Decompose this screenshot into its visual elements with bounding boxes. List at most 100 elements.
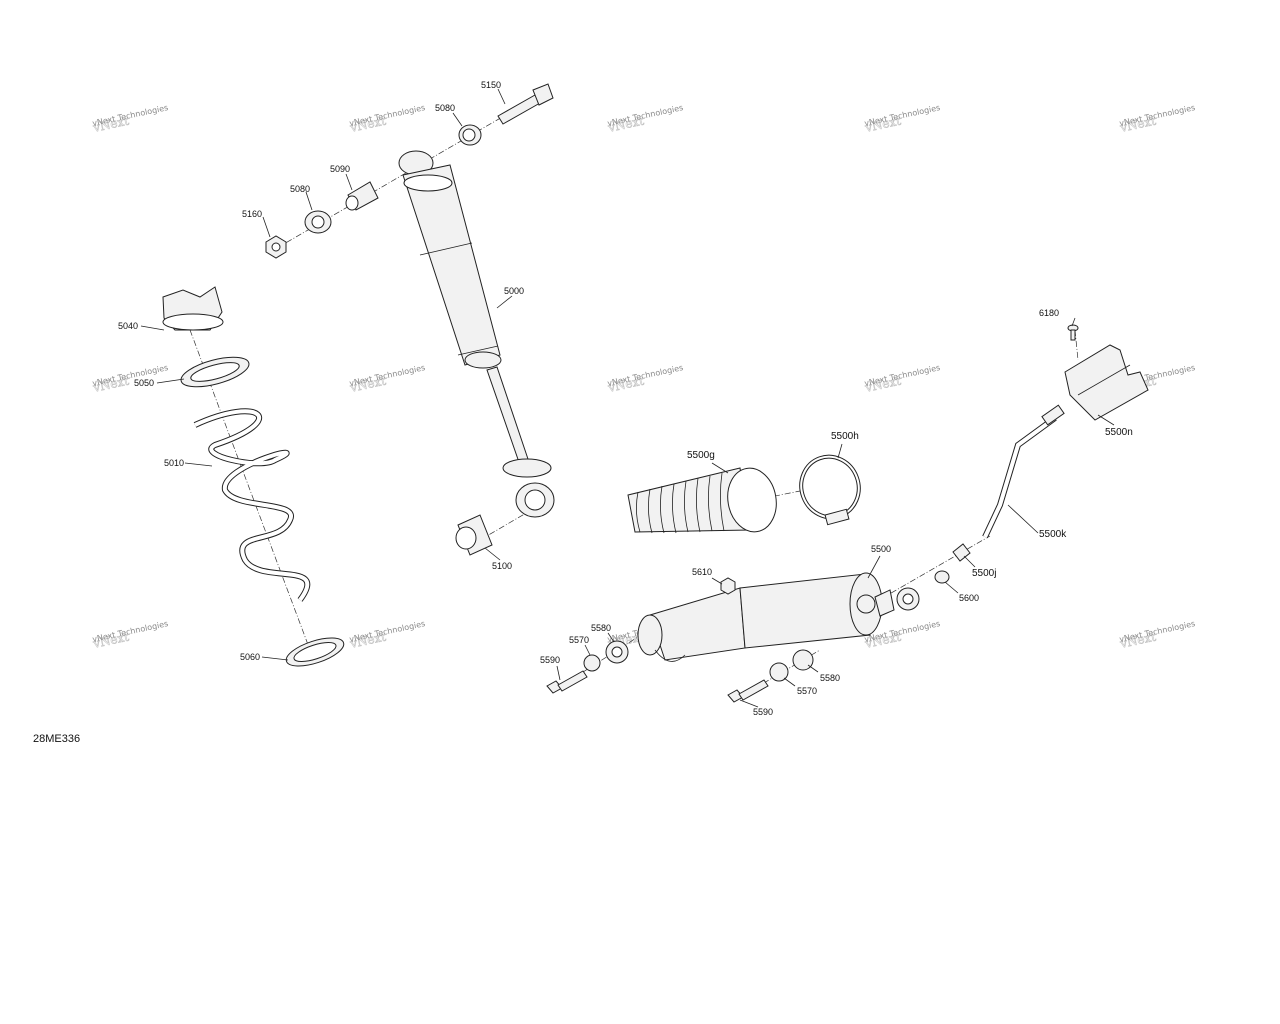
bushing-5580-upper[interactable] <box>792 649 814 671</box>
nut-5610[interactable] <box>720 577 736 595</box>
svg-text:vNext Technologies: vNext Technologies <box>92 619 169 644</box>
part-label: 5090 <box>330 164 350 174</box>
svg-text:vNext Technologies: vNext Technologies <box>1119 619 1196 644</box>
leader-line <box>496 295 513 309</box>
watermark: vNext vNext Technologies <box>863 363 941 395</box>
part-label: 5570 <box>797 686 817 696</box>
leader-line <box>156 378 185 384</box>
part-label: 5580 <box>591 623 611 633</box>
watermark: vNext vNext Technologies <box>606 103 684 135</box>
drawing-code: 28ME336 <box>33 733 81 745</box>
watermark: vNext vNext Technologies <box>348 363 426 395</box>
rear-shock-assembly: 6180 5500n 5500h 5500g 5500k 5500 5500j … <box>540 308 1149 717</box>
screw-6180[interactable] <box>1067 324 1079 341</box>
bushing-5580-lower[interactable] <box>605 640 629 664</box>
leader-line <box>262 216 271 238</box>
watermark: vNext vNext Technologies <box>606 363 684 395</box>
bolt-5150[interactable] <box>497 83 554 125</box>
watermark: vNext vNext Technologies <box>91 619 169 651</box>
watermark: vNext vNext Technologies <box>1118 619 1196 651</box>
leader-line <box>867 555 881 579</box>
clamp-5500h[interactable] <box>791 447 869 528</box>
leader-line <box>140 325 165 331</box>
leader-line <box>807 664 819 673</box>
svg-text:vNext Technologies: vNext Technologies <box>1119 103 1196 128</box>
leader-line <box>1097 414 1115 426</box>
part-label: 5060 <box>240 652 260 662</box>
nut-5160[interactable] <box>265 235 287 259</box>
leader-line <box>1071 317 1076 327</box>
part-label: 5570 <box>569 635 589 645</box>
part-label: 5500g <box>687 450 715 461</box>
watermark: vNext vNext Technologies <box>1118 103 1196 135</box>
nut-5600[interactable] <box>934 570 950 584</box>
bushing-5080-upper[interactable] <box>458 124 482 146</box>
leader-line <box>837 443 843 459</box>
part-label: 5080 <box>290 184 310 194</box>
spring-retainer-5040[interactable] <box>162 286 224 331</box>
part-label: 5040 <box>118 321 138 331</box>
dust-boot-5500g[interactable] <box>627 464 781 535</box>
svg-text:vNext Technologies: vNext Technologies <box>607 103 684 128</box>
part-label: 5500n <box>1105 427 1133 438</box>
part-label: 5500h <box>831 431 859 442</box>
bracket-5500n[interactable] <box>1064 344 1149 421</box>
leader-line <box>783 677 796 687</box>
svg-text:vNext Technologies: vNext Technologies <box>864 363 941 388</box>
svg-text:vNext Technologies: vNext Technologies <box>864 103 941 128</box>
leader-line <box>1007 504 1039 534</box>
part-label: 5610 <box>692 567 712 577</box>
leader-line <box>497 88 506 105</box>
bushing-5100[interactable] <box>455 514 493 556</box>
leader-line <box>184 462 213 467</box>
watermark: vNext vNext Technologies <box>348 103 426 135</box>
part-label: 5010 <box>164 458 184 468</box>
svg-text:vNext Technologies: vNext Technologies <box>607 363 684 388</box>
leader-line <box>452 112 463 127</box>
hose-5500k[interactable] <box>982 404 1065 539</box>
part-label: 5150 <box>481 80 501 90</box>
spacer-5570-lower[interactable] <box>583 654 601 672</box>
watermark: vNext vNext Technologies <box>91 103 169 135</box>
leader-line <box>711 577 723 585</box>
watermark: vNext vNext Technologies <box>348 619 426 651</box>
part-label: 5590 <box>540 655 560 665</box>
part-label: 5600 <box>959 593 979 603</box>
part-label: 5500 <box>871 544 891 554</box>
fitting-5500j[interactable] <box>952 543 971 562</box>
svg-text:vNext Technologies: vNext Technologies <box>349 619 426 644</box>
part-label: 6180 <box>1039 308 1059 318</box>
svg-text:vNext Technologies: vNext Technologies <box>92 363 169 388</box>
part-label: 5580 <box>820 673 840 683</box>
watermark: vNext vNext Technologies <box>863 103 941 135</box>
front-shock-assembly: 5150 5080 5090 5080 5160 5000 5040 5050 … <box>118 80 555 671</box>
spring-seat-5050[interactable] <box>178 351 252 392</box>
spacer-5090[interactable] <box>345 181 379 211</box>
mount-axis-line <box>276 94 541 249</box>
lower-seat-5060[interactable] <box>283 632 347 671</box>
leader-line <box>305 191 313 211</box>
bolt-5590-upper[interactable] <box>727 679 769 703</box>
svg-text:vNext Technologies: vNext Technologies <box>349 363 426 388</box>
part-label: 5080 <box>435 103 455 113</box>
reservoir-axis-line <box>871 535 991 605</box>
leader-line <box>345 173 353 191</box>
leader-line <box>711 462 729 474</box>
spacer-5570-upper[interactable] <box>769 662 789 682</box>
bolt-5590-lower[interactable] <box>546 670 588 694</box>
leader-line <box>584 644 591 656</box>
rear-shock-5500[interactable] <box>637 572 920 662</box>
leader-line <box>739 699 759 708</box>
part-label: 5500k <box>1039 529 1067 540</box>
leader-line <box>944 581 959 594</box>
part-label: 5500j <box>972 568 996 579</box>
bushing-5080-lower[interactable] <box>304 210 332 234</box>
part-label: 5160 <box>242 209 262 219</box>
leader-line <box>963 555 976 568</box>
svg-text:vNext Technologies: vNext Technologies <box>92 103 169 128</box>
coil-spring-5010[interactable] <box>193 408 311 602</box>
part-label: 5050 <box>134 378 154 388</box>
shock-absorber-5000[interactable] <box>398 150 555 518</box>
part-label: 5000 <box>504 286 524 296</box>
part-label: 5100 <box>492 561 512 571</box>
